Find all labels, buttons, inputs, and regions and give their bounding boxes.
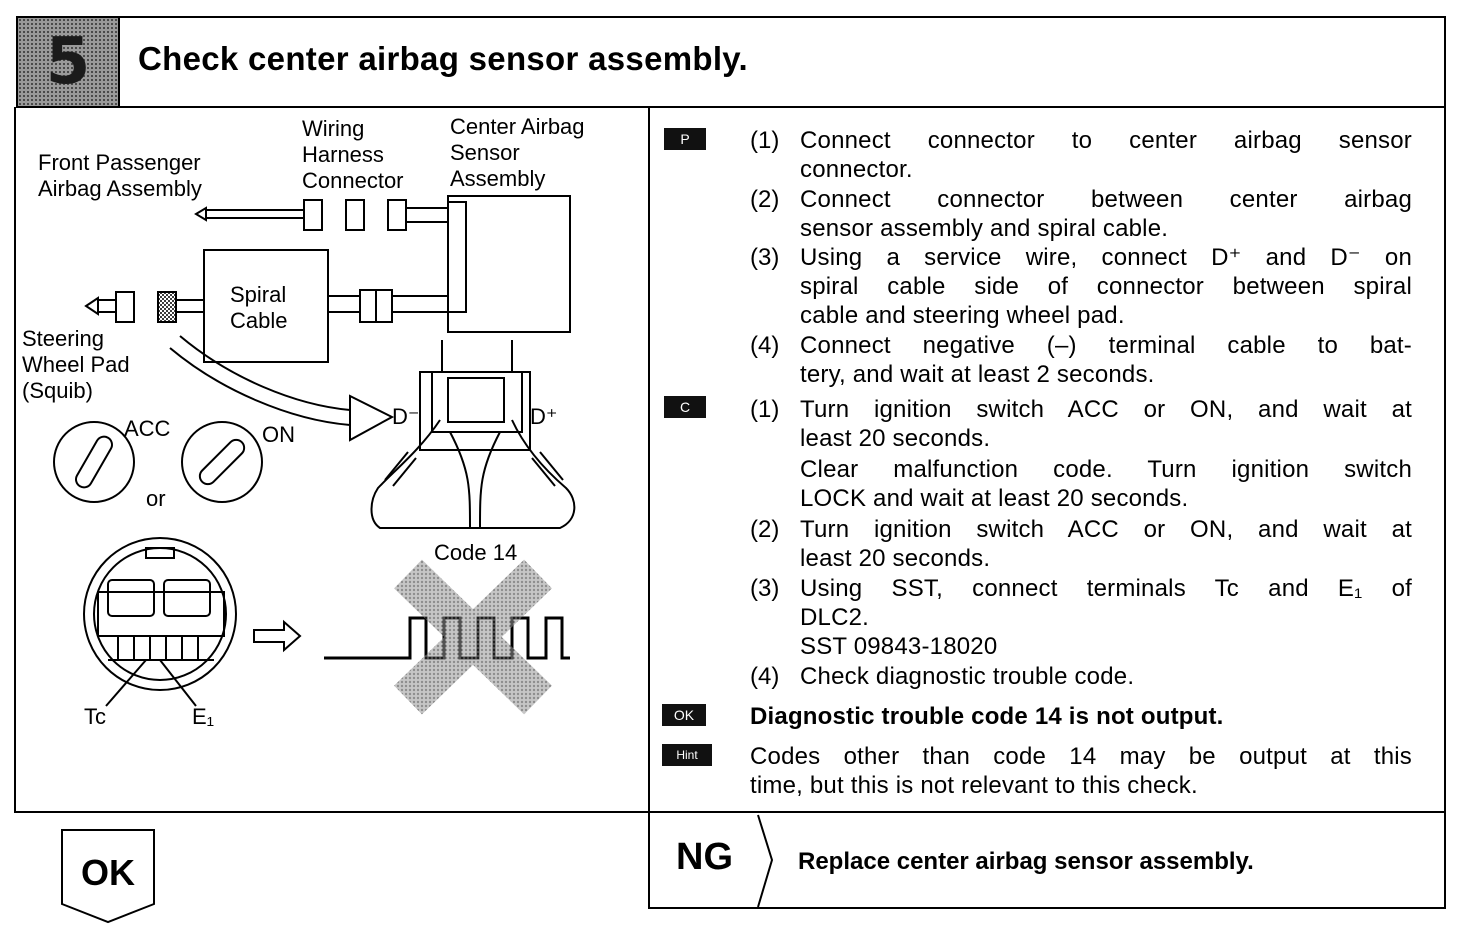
- p-step-4-line-1: Connect negative (–) terminal cable to b…: [800, 332, 1412, 359]
- squib-plug-icon: [84, 296, 99, 316]
- d-minus-label: D⁻: [392, 404, 420, 429]
- ng-chevron: [757, 814, 774, 908]
- right-arrow-icon: [253, 619, 302, 653]
- c-step-1-line-1: Turn ignition switch ACC or ON, and wait…: [800, 396, 1412, 423]
- p-step-4-num: (4): [750, 332, 780, 359]
- ok-result-text: Diagnostic trouble code 14 is not output…: [750, 703, 1224, 730]
- ng-action-text: Replace center airbag sensor assembly.: [798, 848, 1254, 875]
- ignition-acc-icon: [53, 421, 135, 503]
- steering-label-1: Steering: [22, 326, 104, 351]
- center-sensor-label-1: Center Airbag: [450, 114, 585, 139]
- curved-arrow-icon: [349, 394, 395, 442]
- tag-ok: OK: [662, 704, 706, 726]
- p-step-3-line-1: Using a service wire, connect D⁺ and D⁻ …: [800, 244, 1412, 271]
- panel-divider: [648, 811, 1446, 813]
- p-step-3-line-3: cable and steering wheel pad.: [800, 302, 1125, 329]
- connector-1: [303, 199, 323, 231]
- not-output-x-icon: [394, 559, 552, 715]
- spiral-cable-label-1: Spiral: [230, 282, 287, 307]
- p-step-1-line-1: Connect connector to center airbag senso…: [800, 127, 1412, 154]
- diagram-panel: [14, 107, 650, 813]
- page-title: Check center airbag sensor assembly.: [138, 40, 748, 77]
- p-step-2-line-1: Connect connector between center airbag: [800, 186, 1412, 213]
- hint-line-2: time, but this is not relevant to this c…: [750, 772, 1198, 799]
- spiral-cable-label-2: Cable: [230, 308, 288, 333]
- wiring-label-2: Harness: [302, 142, 384, 167]
- c-step-2-line-1: Turn ignition switch ACC or ON, and wait…: [800, 516, 1412, 543]
- acc-label: ACC: [124, 416, 171, 441]
- passenger-airbag-plug-icon: [194, 206, 207, 222]
- p-step-2-line-2: sensor assembly and spiral cable.: [800, 215, 1169, 242]
- c-step-1-line-3: Clear malfunction code. Turn ignition sw…: [800, 456, 1412, 483]
- ng-label: NG: [676, 836, 733, 878]
- c-step-1-num: (1): [750, 396, 780, 423]
- c-step-4-line-1: Check diagnostic trouble code.: [800, 663, 1135, 690]
- code14-label: Code 14: [434, 540, 518, 565]
- sensor-connector: [447, 201, 467, 313]
- c-step-3-line-3: SST 09843-18020: [800, 633, 998, 660]
- dlc2-connector-icon: [83, 537, 237, 691]
- p-step-1-num: (1): [750, 127, 780, 154]
- center-sensor-label-3: Assembly: [450, 166, 546, 191]
- hint-line-1: Codes other than code 14 may be output a…: [750, 743, 1412, 770]
- ok-label: OK: [81, 852, 135, 893]
- wiring-label-1: Wiring: [302, 116, 365, 141]
- c-step-1-line-4: LOCK and wait at least 20 seconds.: [800, 485, 1189, 512]
- c-step-3-line-1: Using SST, connect terminals Tc and E₁ o…: [800, 575, 1412, 602]
- c-step-3-line-2: DLC2.: [800, 604, 870, 631]
- d-plus-label: D⁺: [530, 404, 558, 429]
- steering-label-3: (Squib): [22, 378, 93, 403]
- p-step-3-num: (3): [750, 244, 780, 271]
- spiral-cable-box: [203, 249, 329, 363]
- c-step-1-line-2: least 20 seconds.: [800, 425, 991, 452]
- instructions-panel: [648, 107, 1446, 813]
- e1-label: E₁: [192, 704, 215, 729]
- or-label: or: [146, 486, 166, 511]
- tag-c: C: [664, 396, 706, 418]
- wiring-label-3: Connector: [302, 168, 404, 193]
- tc-label: Tc: [84, 704, 106, 729]
- step-number-box: [16, 16, 120, 108]
- p-step-4-line-2: tery, and wait at least 2 seconds.: [800, 361, 1155, 388]
- p-step-1-line-2: connector.: [800, 156, 913, 183]
- tag-p: P: [664, 128, 706, 150]
- steering-label-2: Wheel Pad: [22, 352, 130, 377]
- center-sensor-label-2: Sensor: [450, 140, 520, 165]
- c-step-2-num: (2): [750, 516, 780, 543]
- on-label: ON: [262, 422, 295, 447]
- p-step-3-line-2: spiral cable side of connector between s…: [800, 273, 1412, 300]
- connector-3: [387, 199, 407, 231]
- tag-hint: Hint: [662, 744, 712, 766]
- front-passenger-label-2: Airbag Assembly: [38, 176, 202, 201]
- ok-arrow-box: [61, 829, 155, 924]
- c-step-3-num: (3): [750, 575, 780, 602]
- ignition-on-icon: [181, 421, 263, 503]
- front-passenger-label-1: Front Passenger: [38, 150, 201, 175]
- step-number: 5: [45, 25, 91, 99]
- ng-result-box: [648, 813, 1446, 909]
- p-step-2-num: (2): [750, 186, 780, 213]
- c-step-4-num: (4): [750, 663, 780, 690]
- c-step-2-line-2: least 20 seconds.: [800, 545, 991, 572]
- connector-2: [345, 199, 365, 231]
